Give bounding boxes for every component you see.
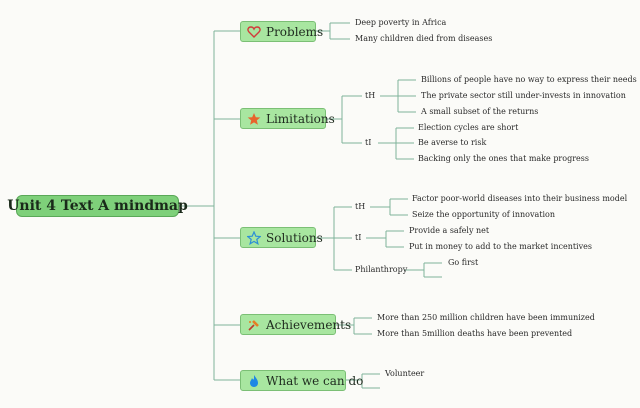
leaf-item: Be averse to risk (418, 138, 487, 147)
leaf-item: Deep poverty in Africa (355, 18, 447, 27)
group-label[interactable]: tH (365, 91, 376, 100)
branch-what-we-can-do[interactable]: What we can do (240, 370, 363, 391)
group-label[interactable]: tI (355, 233, 362, 242)
root-node[interactable]: Unit 4 Text A mindmap (7, 195, 188, 217)
group-label[interactable]: tH (355, 202, 366, 211)
star-outline-icon (247, 230, 261, 245)
leaf-item: Seize the opportunity of innovation (412, 210, 555, 219)
leaf-item: More than 250 million children have been… (377, 313, 595, 322)
flame-icon (247, 374, 261, 388)
leaf-item: Factor poor-world diseases into their bu… (412, 194, 628, 203)
leaf-item: Backing only the ones that make progress (418, 154, 589, 163)
leaf-item: Put in money to add to the market incent… (409, 242, 592, 251)
leaf-item: Provide a safely net (409, 226, 490, 235)
branch-label: Limitations (266, 111, 335, 126)
branch-label: Problems (266, 24, 324, 39)
heart-icon (247, 25, 261, 39)
branch-label: Solutions (266, 230, 323, 245)
leaf-item: A small subset of the returns (421, 107, 539, 116)
leaf-item: The private sector still under-invests i… (421, 91, 626, 100)
leaf-item: Many children died from diseases (355, 34, 493, 43)
branch-label: What we can do (266, 373, 364, 388)
group-label[interactable]: Philanthropy (355, 265, 408, 274)
branch-limitations[interactable]: Limitations (240, 108, 335, 129)
leaf-item: Billions of people have no way to expres… (421, 75, 637, 84)
leaf-item: Go first (448, 258, 479, 267)
leaf-item: Volunteer (385, 369, 425, 378)
star-icon (247, 112, 261, 126)
branch-problems[interactable]: Problems (240, 21, 323, 42)
leaf-item: Election cycles are short (418, 123, 519, 132)
branch-achievements[interactable]: Achievements (240, 314, 351, 335)
branch-label: Achievements (266, 317, 352, 332)
leaf-item: More than 5million deaths have been prev… (377, 329, 573, 338)
branch-solutions[interactable]: Solutions (240, 227, 323, 248)
group-label[interactable]: tI (365, 138, 372, 147)
hammer-icon (247, 318, 261, 332)
